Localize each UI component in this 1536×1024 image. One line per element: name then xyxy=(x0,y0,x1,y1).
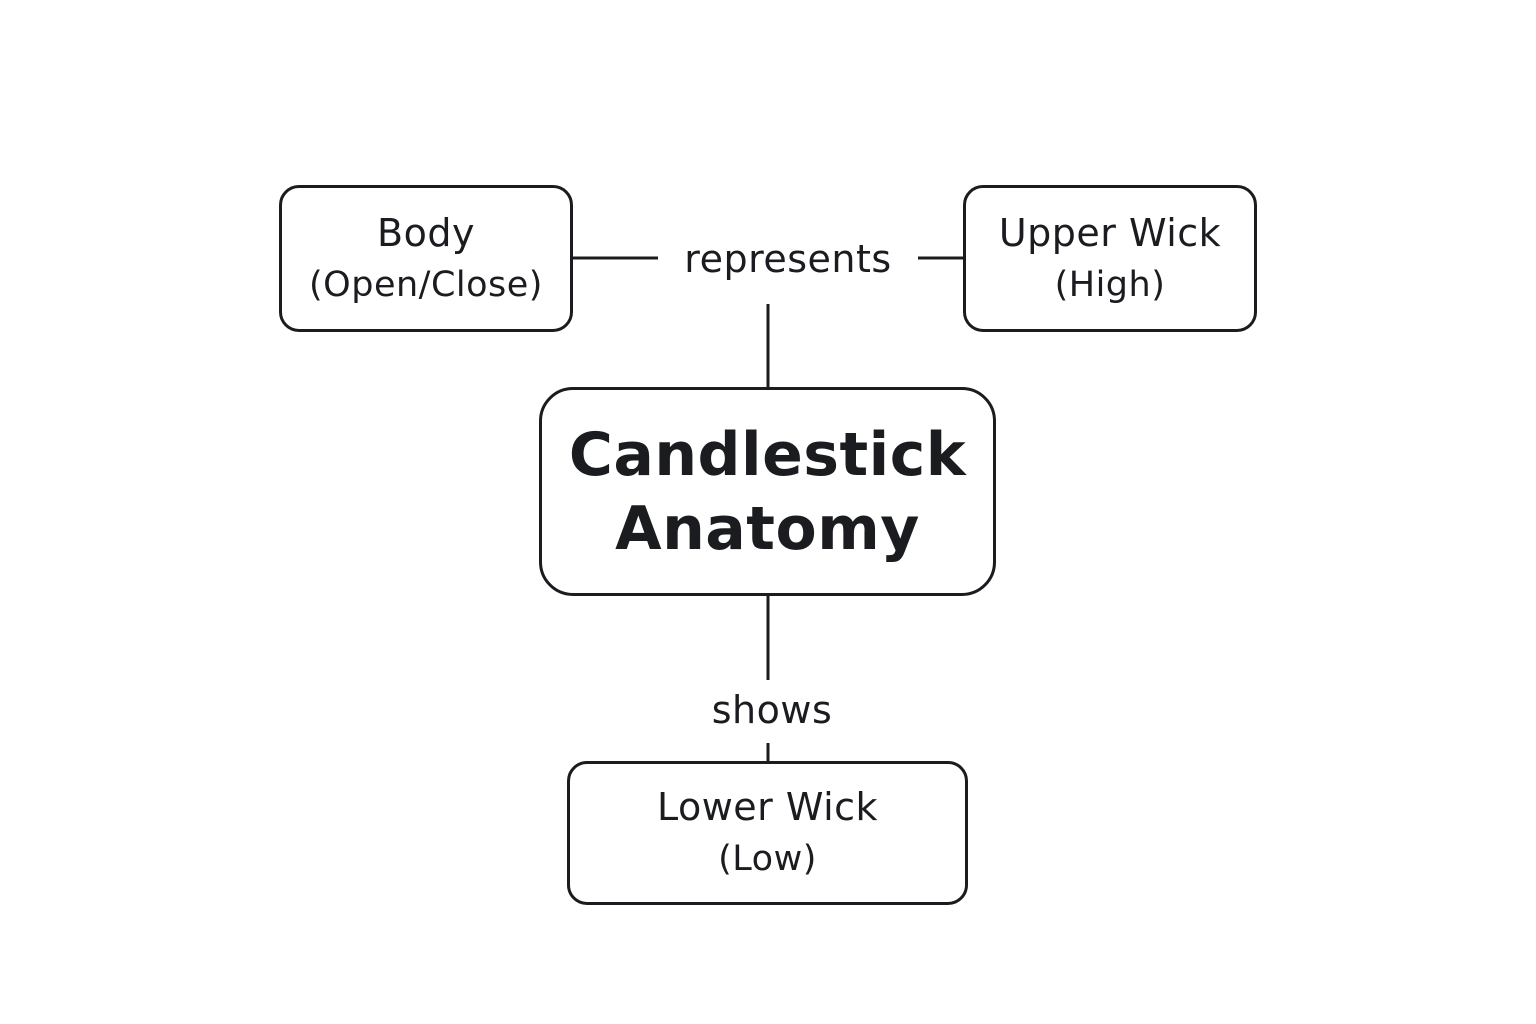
candlestick-anatomy-node: Candlestick Anatomy xyxy=(539,387,996,596)
lower-wick-node-subtitle: (Low) xyxy=(718,839,817,879)
upper-wick-node-title: Upper Wick xyxy=(998,210,1222,255)
shows-edge-label: shows xyxy=(687,686,857,734)
body-node: Body (Open/Close) xyxy=(279,185,573,332)
center-node-title-line2: Anatomy xyxy=(615,493,920,564)
represents-edge-label: represents xyxy=(658,235,918,283)
lower-wick-node: Lower Wick (Low) xyxy=(567,761,968,905)
upper-wick-node: Upper Wick (High) xyxy=(963,185,1257,332)
body-node-subtitle: (Open/Close) xyxy=(309,264,543,305)
center-node-title-line1: Candlestick xyxy=(568,419,967,490)
upper-wick-node-subtitle: (High) xyxy=(1054,264,1166,305)
body-node-title: Body xyxy=(377,210,475,255)
lower-wick-node-title: Lower Wick xyxy=(656,785,879,829)
